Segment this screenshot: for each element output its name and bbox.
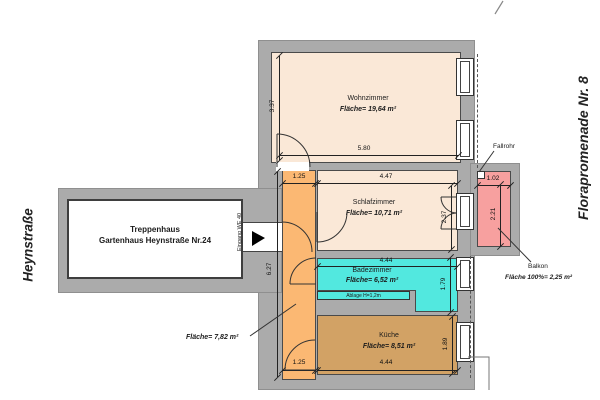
dim-line-balkon-height [500, 185, 501, 246]
dim-label-wz-height: 3.37 [268, 99, 276, 113]
schlafzimmer-label: Schlafzimmer Fläche= 10,71 m² [346, 197, 402, 219]
dim-label-kueche-height: 1.89 [441, 337, 449, 351]
dim-label-bad-width: 4.44 [379, 256, 393, 264]
badezimmer-area: Fläche= 6,52 m² [345, 277, 399, 284]
dim-line-balkon-width [477, 185, 511, 186]
window-wohnzimmer-2 [456, 120, 474, 160]
room-flur [282, 170, 316, 380]
treppenhaus-label: Treppenhaus Gartenhaus Heynstraße Nr.24 [99, 224, 211, 246]
kueche-name: Küche [379, 331, 399, 339]
dim-line-flur-height [277, 172, 278, 377]
dim-label-flur-top: 1.25 [292, 172, 306, 180]
entrance-label: Eingang WE 40 [237, 212, 243, 252]
room-badezimmer [317, 258, 458, 291]
ablage-shelf: Ablage H=1,2m [317, 291, 410, 300]
kueche-area: Fläche= 8,51 m² [362, 343, 416, 350]
badezimmer-label: Badezimmer Fläche= 6,52 m² [346, 266, 398, 286]
dim-line-bad-height [450, 258, 451, 312]
dim-label-flur-height: 6.27 [265, 262, 273, 276]
north-tick-line [494, 0, 504, 15]
fallrohr-label: Fallrohr [493, 143, 516, 150]
dim-line-kueche-width [317, 370, 458, 371]
dim-label-sz-width: 4.47 [379, 172, 393, 180]
kueche-label: Küche Fläche= 8,51 m² [363, 330, 415, 352]
dim-label-flur-bottom: 1.25 [292, 358, 306, 366]
dim-label-balkon-height: 2.21 [489, 207, 497, 221]
dim-label-sz-height: 2.37 [440, 210, 448, 224]
schlafzimmer-area: Fläche= 10,71 m² [345, 210, 403, 217]
dim-line-flur-top [282, 183, 316, 184]
wohnzimmer-name: Wohnzimmer [347, 94, 389, 102]
dim-line-wz-height [279, 56, 280, 160]
dim-label-wz-width: 5.80 [357, 144, 371, 152]
facade-dashed-line-top [477, 54, 478, 168]
window-kueche [456, 322, 474, 362]
room-kueche [317, 315, 458, 375]
flur-area-label: Fläche= 7,82 m² [186, 334, 239, 341]
dim-label-bad-height: 1.79 [439, 277, 447, 291]
facade-dashed-line-bottom [470, 256, 471, 378]
treppenhaus-room [67, 199, 243, 279]
dim-line-wz-width [279, 155, 459, 156]
dim-line-sz-height [451, 186, 452, 249]
badezimmer-name: Badezimmer [352, 266, 392, 274]
dim-line-bad-width [317, 266, 458, 267]
dim-label-balkon-width: 1.02 [486, 174, 500, 182]
dim-line-flur-bottom [282, 370, 316, 371]
street-label-florapromenade: Florapromenade Nr. 8 [575, 76, 591, 220]
balkon-area: Fläche 100%= 2,25 m² [505, 274, 573, 281]
schlafzimmer-name: Schlafzimmer [352, 198, 396, 206]
window-badezimmer [456, 257, 474, 291]
balcony-door [456, 193, 474, 230]
street-label-heynstrasse: Heynstraße [20, 208, 36, 282]
treppenhaus-label-line1: Treppenhaus [130, 224, 180, 234]
balkon-name: Balkon [528, 263, 548, 270]
room-badezimmer-extension [415, 290, 458, 312]
wohnzimmer-door-opening [276, 162, 309, 171]
dim-line-kueche-height [452, 317, 453, 373]
treppenhaus-label-line2: Gartenhaus Heynstraße Nr.24 [98, 236, 212, 245]
dim-line-sz-width [317, 183, 458, 184]
window-wohnzimmer-1 [456, 58, 474, 96]
dim-label-kueche-width: 4.44 [379, 358, 393, 366]
wohnzimmer-label: Wohnzimmer Fläche= 19,64 m² [340, 93, 396, 115]
fallrohr-symbol [477, 171, 485, 179]
wohnzimmer-area: Fläche= 19,64 m² [339, 106, 397, 113]
